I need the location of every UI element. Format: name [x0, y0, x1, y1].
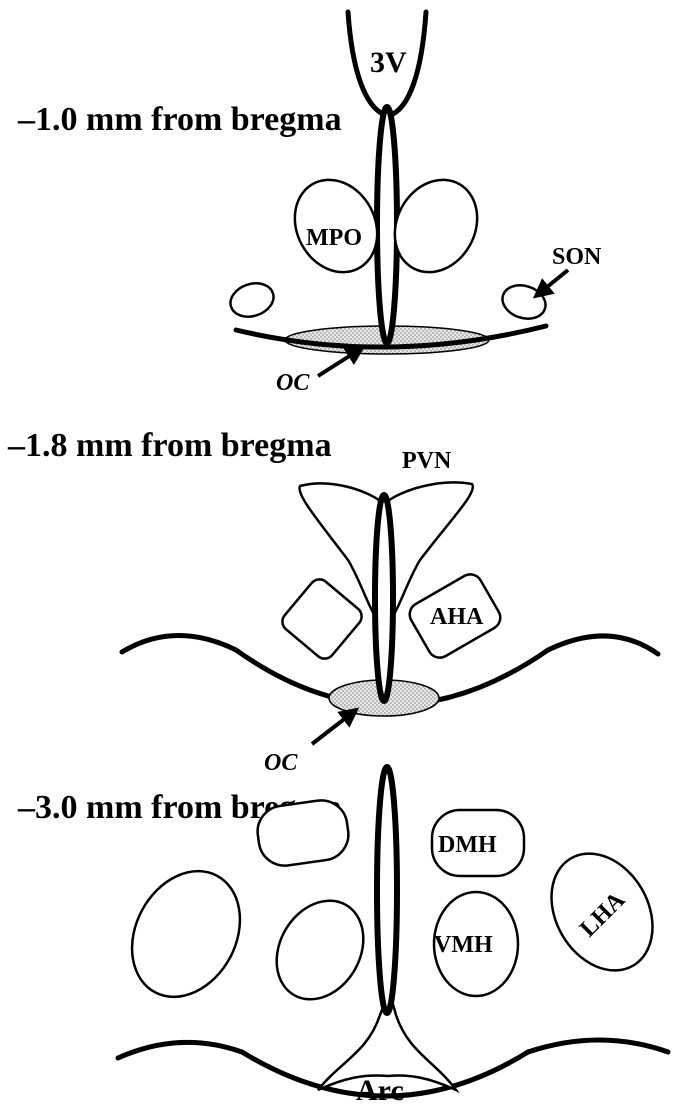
son-left	[226, 278, 278, 322]
ventral-left-nucleus	[259, 885, 380, 1015]
arc-label: Arc	[356, 1074, 404, 1104]
section-2-heading: –1.8 mm from bregma	[7, 427, 332, 464]
aha-label: AHA	[430, 604, 484, 630]
vmh-label: VMH	[434, 932, 493, 958]
section-2: –1.8 mm from bregma PVN AHA OC	[7, 427, 658, 776]
mpo-label: MPO	[306, 225, 362, 251]
oc-arrow-2	[312, 710, 356, 744]
oc-label-2: OC	[264, 750, 298, 776]
section-1: –1.0 mm from bregma 3V MPO SON OC	[17, 12, 602, 396]
aha-left	[278, 575, 365, 662]
ventricle-stalk-3	[377, 767, 397, 1013]
son-label: SON	[552, 244, 602, 270]
pvn-label: PVN	[402, 448, 452, 474]
son-right	[498, 280, 550, 324]
ventricle-stalk-1	[377, 107, 397, 343]
section-3: –3.0 mm from bregma Arc DMH VMH LHA	[17, 767, 673, 1104]
third-ventricle-label: 3V	[370, 46, 407, 79]
section-1-heading: –1.0 mm from bregma	[17, 101, 342, 138]
son-arrow	[536, 270, 568, 296]
dmh-label: DMH	[438, 832, 497, 858]
ventricle-stalk-2	[375, 495, 393, 701]
oc-label-1: OC	[276, 370, 310, 396]
lateral-left-nucleus	[111, 852, 261, 1015]
